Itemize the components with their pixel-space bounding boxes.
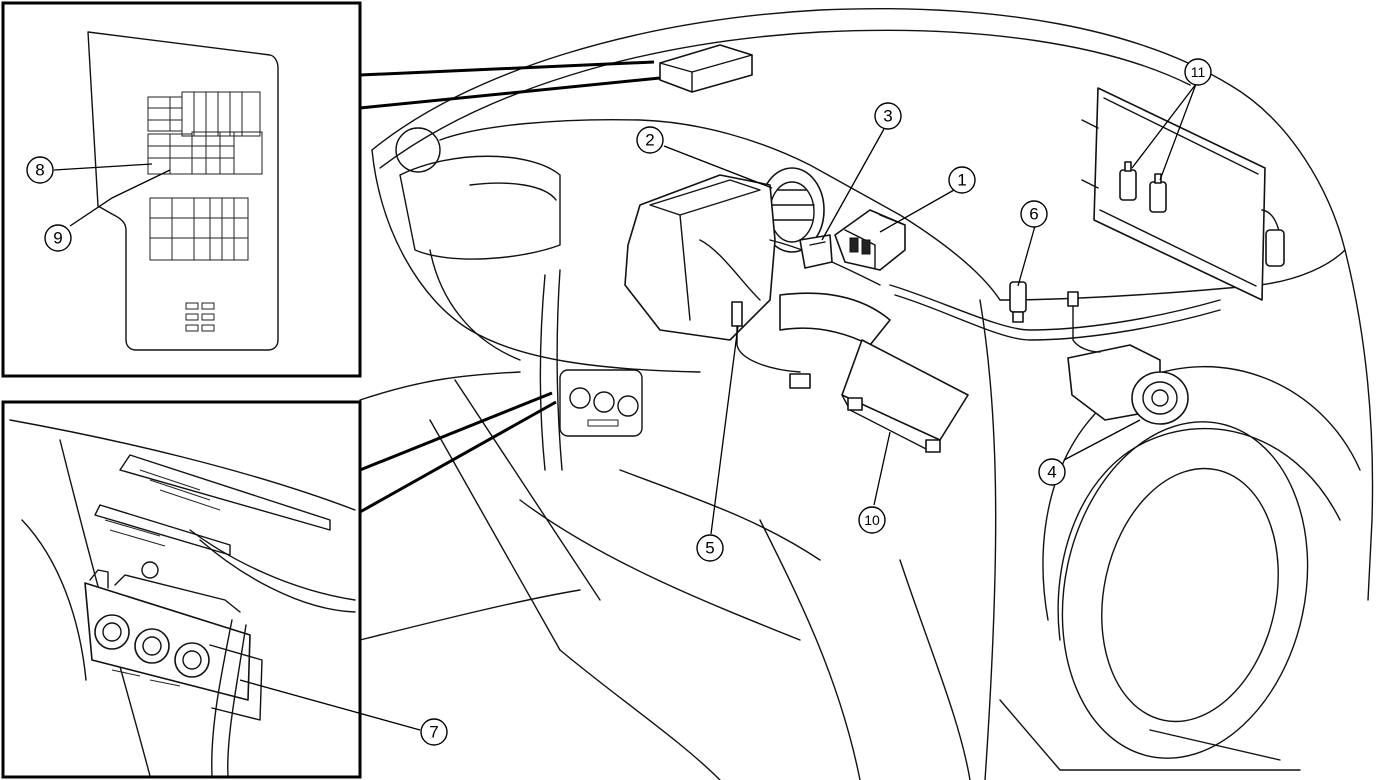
part-10-control-unit xyxy=(841,339,969,453)
callout-2-label: 2 xyxy=(645,131,654,150)
callout-6-label: 6 xyxy=(1029,205,1038,224)
leader-lines xyxy=(53,83,1197,731)
part-11-condenser xyxy=(1081,87,1285,301)
fuse-grid xyxy=(147,91,263,332)
callout-9-label: 9 xyxy=(53,229,62,248)
part-2-blower-unit xyxy=(759,167,825,253)
inset-control-panel xyxy=(1,391,557,779)
callout-4: 4 xyxy=(1038,458,1066,486)
callout-10: 10 xyxy=(858,506,886,534)
part-3-sensor xyxy=(799,234,833,269)
callout-6: 6 xyxy=(1020,200,1048,228)
part-5-sensor xyxy=(731,301,811,389)
callout-9: 9 xyxy=(44,224,72,252)
callout-3-label: 3 xyxy=(883,107,892,126)
vehicle-body-outline xyxy=(359,7,1374,780)
inset-fuse-block xyxy=(1,1,661,378)
callout-8: 8 xyxy=(26,156,54,184)
callout-7-label: 7 xyxy=(429,723,438,742)
callout-2: 2 xyxy=(636,126,664,154)
part-4-compressor xyxy=(1067,291,1189,425)
part-6-pressure-switch xyxy=(889,281,1221,341)
junction-box xyxy=(659,44,753,93)
callout-5: 5 xyxy=(696,534,724,562)
callout-11-label: 11 xyxy=(1191,64,1206,80)
callout-5-label: 5 xyxy=(705,539,714,558)
callout-4-label: 4 xyxy=(1047,463,1056,482)
callout-11: 11 xyxy=(1184,58,1212,86)
callout-8-label: 8 xyxy=(35,161,44,180)
callout-10-label: 10 xyxy=(864,512,880,528)
part-1-actuator xyxy=(834,209,906,271)
callout-1: 1 xyxy=(948,166,976,194)
heater-unit-housing xyxy=(624,174,891,346)
callout-3: 3 xyxy=(874,102,902,130)
callout-1-label: 1 xyxy=(957,171,966,190)
callout-7: 7 xyxy=(420,718,448,746)
